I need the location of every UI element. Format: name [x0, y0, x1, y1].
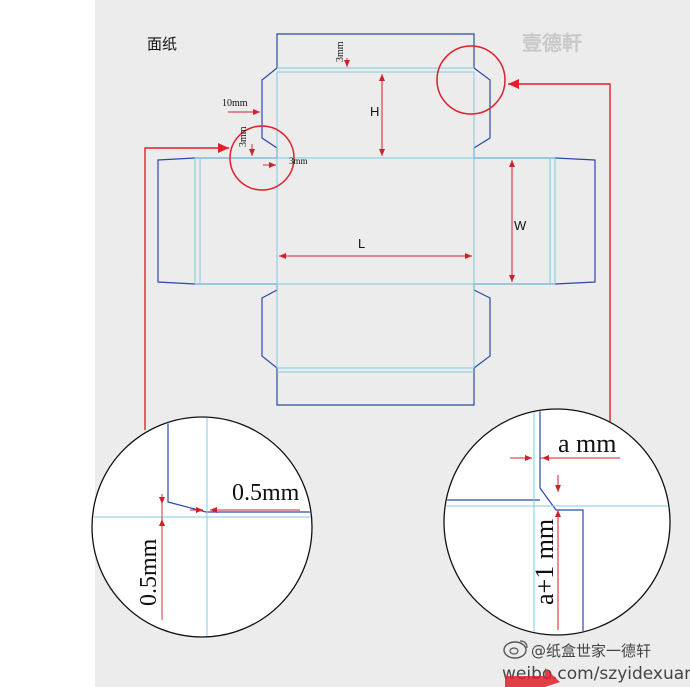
zoom-right	[443, 408, 671, 636]
logo-seal: 壹德軒	[522, 31, 582, 55]
zoom-left-h-label: 0.5mm	[232, 480, 300, 506]
callout-circle-right	[436, 45, 506, 115]
zoom-left-v-label: 0.5mm	[136, 538, 162, 606]
callout-circle-left	[229, 125, 295, 191]
label-10mm: 10mm	[222, 98, 248, 109]
bottom-left-shoulder	[261, 284, 278, 369]
label-w: W	[514, 218, 527, 233]
bottom-right-shoulder	[473, 284, 491, 369]
label-h: H	[370, 104, 379, 119]
page-title: 面纸	[147, 35, 177, 53]
left-glue-flap	[157, 157, 196, 285]
dimension-lines	[228, 58, 515, 282]
top-left-shoulder	[261, 67, 278, 158]
bottom-tuck-flap	[276, 368, 475, 406]
right-side-flap	[554, 157, 596, 285]
label-l: L	[358, 236, 365, 251]
label-3mm-top: 3mm	[335, 41, 346, 62]
cut-outline	[157, 33, 596, 406]
leader-right	[508, 79, 611, 430]
label-3mm-left-v: 3mm	[238, 126, 249, 147]
logo-text: 壹德軒	[522, 31, 582, 55]
watermark-account: @纸盒世家一德轩	[531, 642, 651, 660]
leader-left	[144, 143, 229, 430]
zoom-left	[91, 416, 313, 638]
weibo-icon	[503, 640, 528, 659]
label-3mm-left-h: 3mm	[289, 156, 308, 166]
fold-lines	[194, 67, 556, 373]
bottom-arrow-icon	[505, 668, 560, 687]
top-tuck-flap	[276, 33, 475, 68]
zoom-right-h-label: a mm	[558, 429, 617, 458]
zoom-right-v-label: a+1 mm	[530, 519, 559, 605]
